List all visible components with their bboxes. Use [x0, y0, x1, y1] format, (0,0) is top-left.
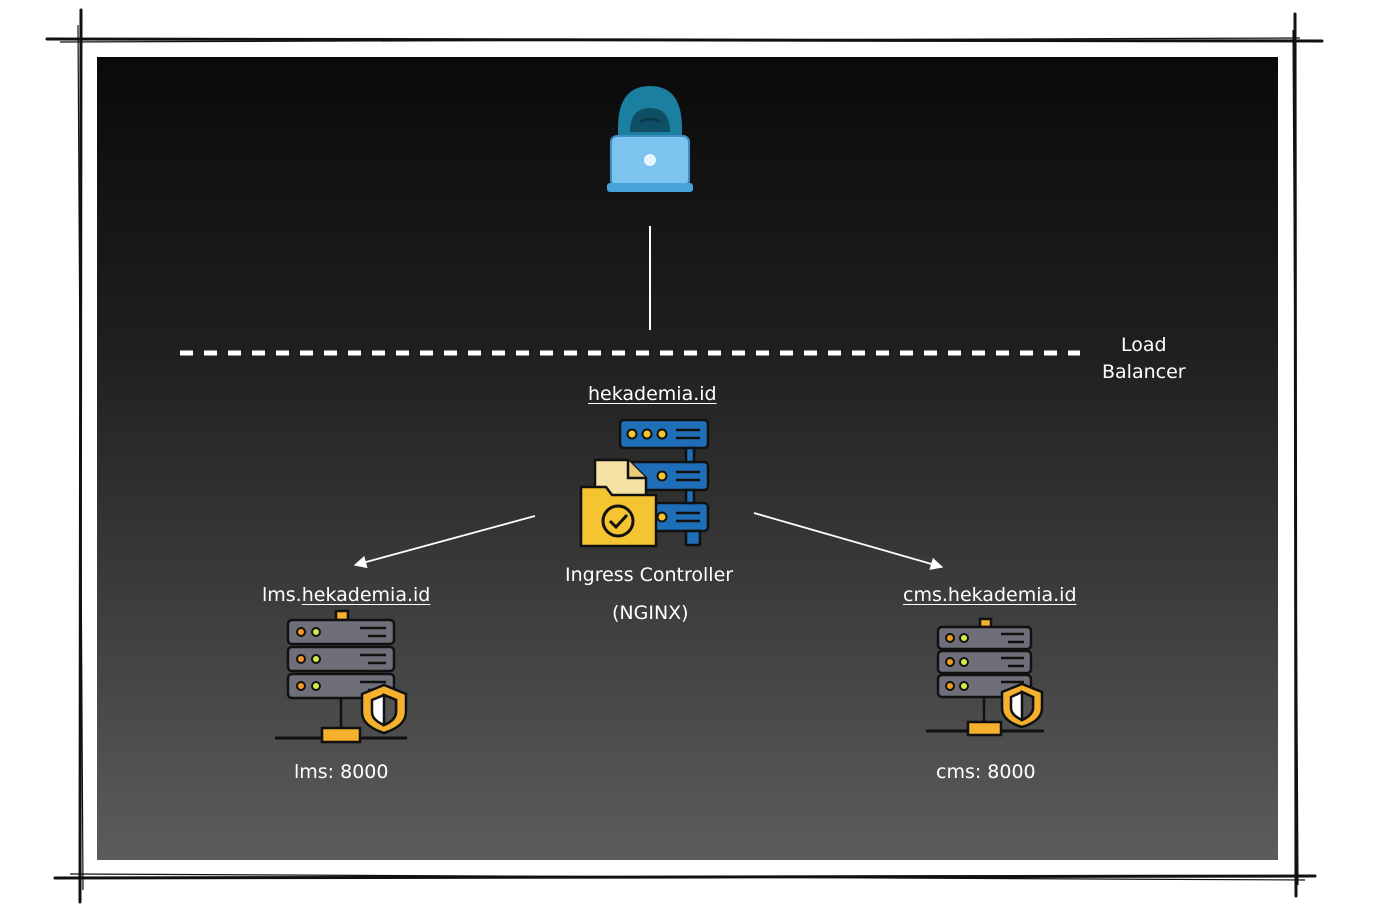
lms-host-label: lms.hekademia.id	[262, 586, 430, 605]
arrow-to-cms	[753, 512, 944, 570]
hooded-user-laptop-icon	[607, 86, 693, 192]
lms-host-prefix: lms.	[262, 584, 302, 606]
load-balancer-label-line2: Balancer	[1102, 361, 1186, 383]
ingress-controller-label: Ingress Controller	[565, 564, 734, 586]
ingress-host-link[interactable]: hekademia.id	[588, 383, 717, 405]
arrow-to-lms	[353, 515, 536, 569]
cms-host-label: cms.hekademia.id	[903, 586, 1077, 605]
lms-host-link[interactable]: hekademia.id	[301, 584, 431, 606]
load-balancer-label-line1: Load	[1121, 334, 1167, 356]
cms-host-link[interactable]: hekademia.id	[947, 584, 1077, 606]
cms-port-label: cms: 8000	[936, 761, 1036, 783]
server-shield-icon-lms	[275, 609, 408, 744]
server-shield-icon-cms	[926, 617, 1044, 737]
lms-port-label: lms: 8000	[294, 761, 389, 783]
load-balancer-label: Load Balancer	[1102, 332, 1186, 386]
cms-host-prefix[interactable]: cms.	[903, 584, 948, 606]
server-folder-check-icon	[579, 418, 710, 548]
ingress-nginx-label: (NGINX)	[612, 602, 689, 624]
